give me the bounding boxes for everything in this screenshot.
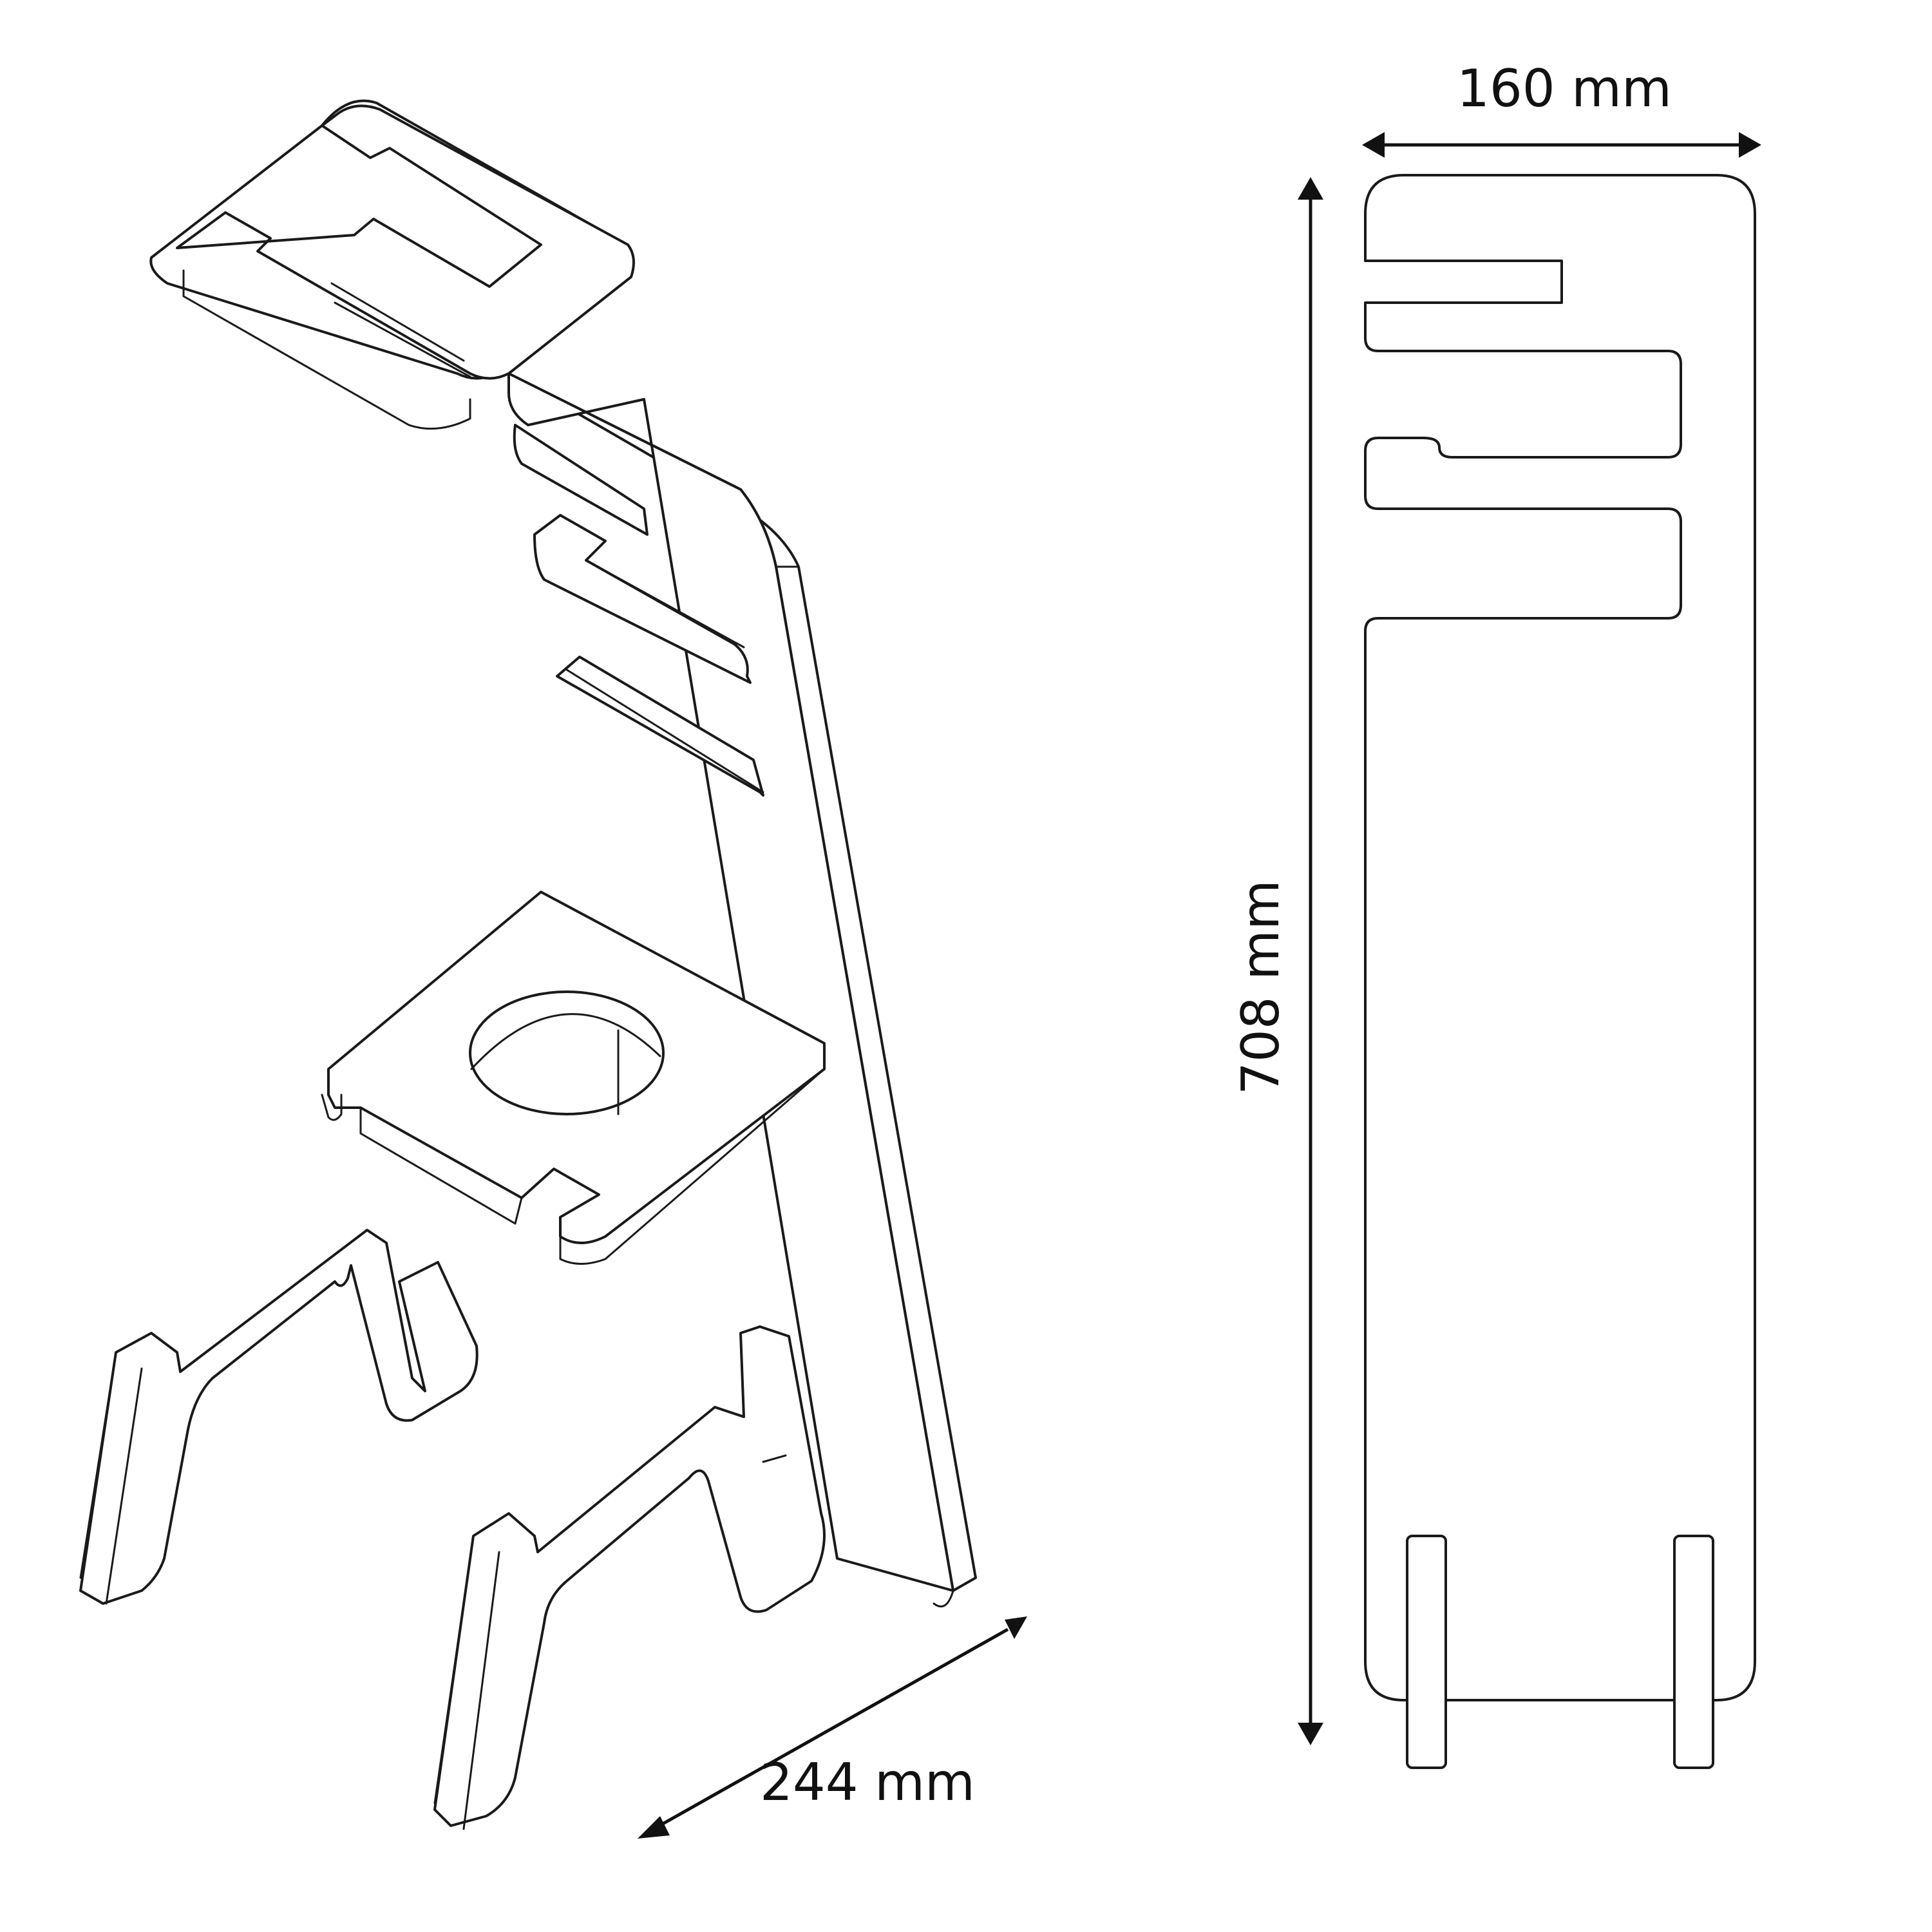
cup-shelf	[321, 891, 826, 1265]
panel-slots	[513, 424, 764, 797]
isometric-view	[79, 99, 977, 1830]
elevation-view	[1364, 174, 1756, 1769]
right-foot-elevation	[1673, 1535, 1714, 1769]
left-foot-elevation	[1406, 1535, 1447, 1769]
front-leg	[433, 1325, 826, 1830]
back-panel	[507, 372, 977, 1607]
top-hook-arm	[149, 99, 635, 430]
height-label: 708 mm	[1231, 880, 1291, 1095]
width-dimension: 160 mm	[1362, 59, 1761, 158]
back-leg	[79, 1229, 478, 1605]
depth-label: 244 mm	[760, 1752, 975, 1812]
elevation-panel-outline	[1364, 174, 1756, 1701]
height-dimension: 708 mm	[1231, 177, 1323, 1745]
width-label: 160 mm	[1457, 59, 1672, 118]
depth-dimension: 244 mm	[638, 1616, 1027, 1839]
